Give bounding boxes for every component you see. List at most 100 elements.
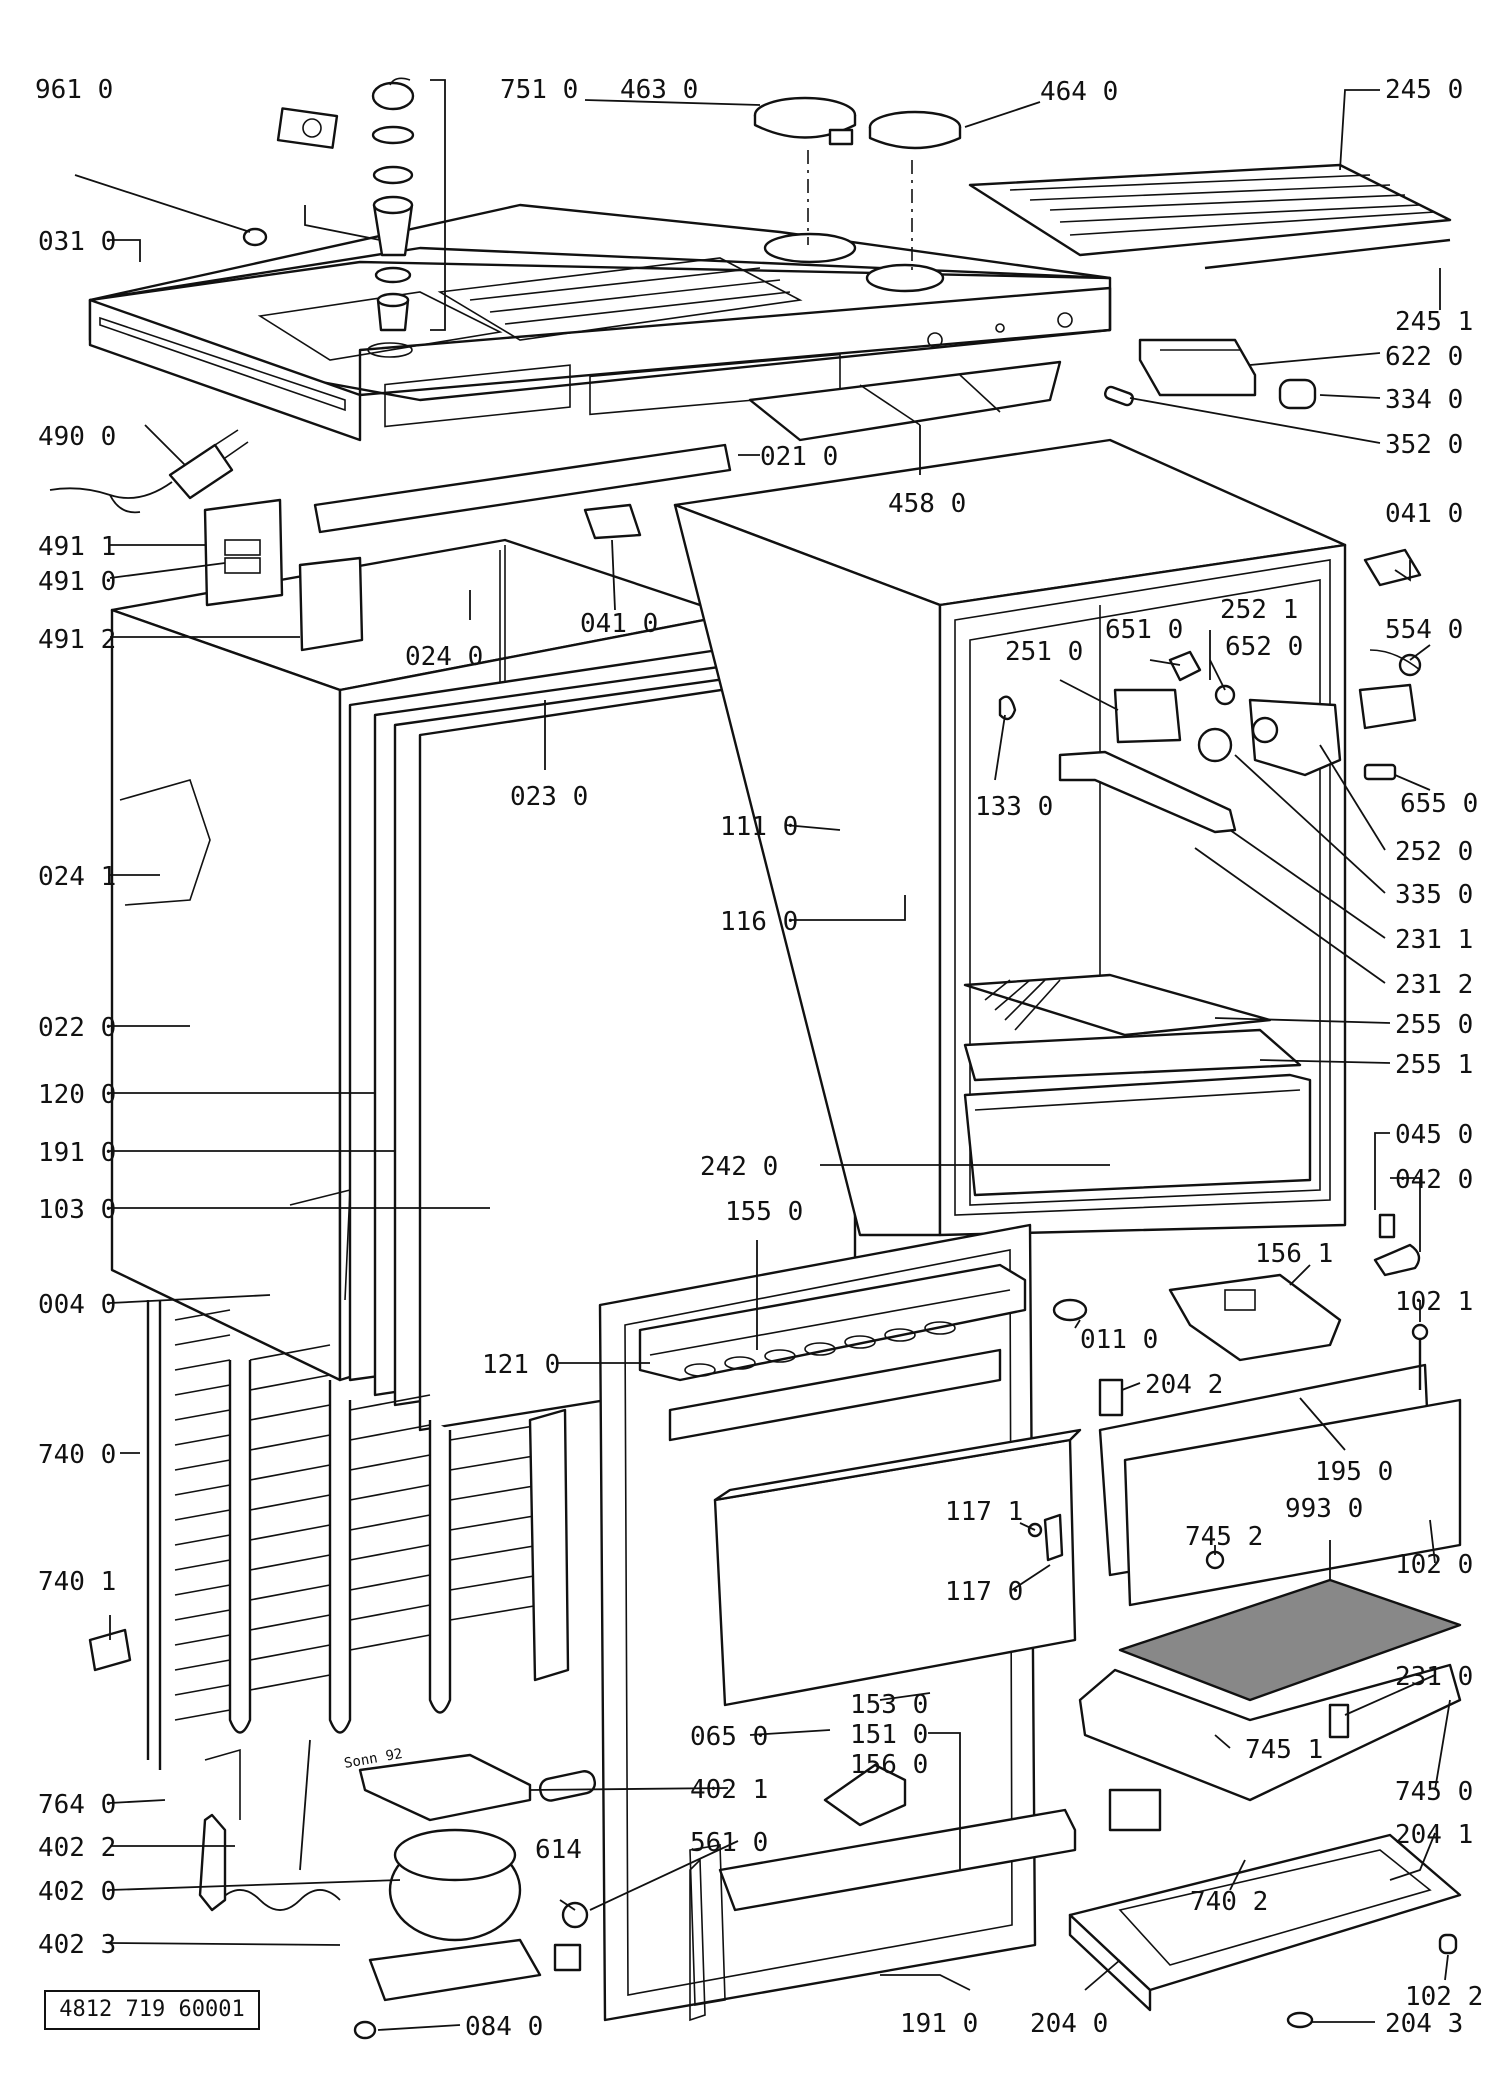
hinge	[1373, 1243, 1421, 1277]
part-label-045-0: 045 0	[1395, 1120, 1473, 1150]
part-label-153-0: 153 0	[850, 1690, 928, 1720]
part-label-191-0-bottom: 191 0	[900, 2009, 978, 2039]
part-label-022-0: 022 0	[38, 1013, 116, 1043]
part-label-622-0: 622 0	[1385, 342, 1463, 372]
clip-right	[1363, 548, 1422, 587]
part-label-245-0: 245 0	[1385, 75, 1463, 105]
part-label-745-1: 745 1	[1245, 1735, 1323, 1765]
part-label-041-0-right: 041 0	[1385, 499, 1463, 529]
part-label-751-0: 751 0	[500, 75, 578, 105]
part-label-041-0-left: 041 0	[580, 609, 658, 639]
part-label-102-0: 102 0	[1395, 1550, 1473, 1580]
part-label-133-0: 133 0	[975, 792, 1053, 822]
part-label-024-0: 024 0	[405, 642, 483, 672]
part-label-745-0: 745 0	[1395, 1777, 1473, 1807]
part-label-231-0: 231 0	[1395, 1662, 1473, 1692]
part-label-084-0: 084 0	[465, 2012, 543, 2042]
lamp-holder	[1358, 649, 1422, 781]
tap-assembly	[242, 77, 446, 332]
part-label-652-0: 652 0	[1225, 632, 1303, 662]
part-label-204-3: 204 3	[1385, 2009, 1463, 2039]
part-label-614: 614	[535, 1835, 582, 1865]
part-label-231-1: 231 1	[1395, 925, 1473, 955]
part-label-464-0: 464 0	[1040, 77, 1118, 107]
part-label-231-2: 231 2	[1395, 970, 1473, 1000]
part-label-334-0: 334 0	[1385, 385, 1463, 415]
part-label-117-1: 117 1	[945, 1497, 1023, 1527]
leader-lines	[74, 89, 1451, 2031]
freezer-door-panels	[348, 638, 857, 1432]
evaporator-plate	[1078, 1550, 1462, 1802]
part-label-204-0: 204 0	[1030, 2009, 1108, 2039]
part-label-352-0: 352 0	[1385, 430, 1463, 460]
part-label-116-0: 116 0	[720, 907, 798, 937]
hinge-pin	[1378, 1213, 1396, 1239]
part-label-102-2: 102 2	[1405, 1982, 1483, 2012]
part-label-402-2: 402 2	[38, 1833, 116, 1863]
trim-bar	[313, 443, 732, 534]
part-label-490-0: 490 0	[38, 422, 116, 452]
bracket	[204, 1748, 241, 1820]
part-label-023-0: 023 0	[510, 782, 588, 812]
part-label-004-0: 004 0	[38, 1290, 116, 1320]
part-label-111-0: 111 0	[720, 812, 798, 842]
knob	[1052, 1298, 1088, 1322]
part-label-764-0: 764 0	[38, 1790, 116, 1820]
part-label-204-1: 204 1	[1395, 1820, 1473, 1850]
part-label-740-0: 740 0	[38, 1440, 116, 1470]
spacer	[1098, 1378, 1124, 1417]
drip-tray	[1068, 1788, 1462, 2029]
part-label-463-0: 463 0	[620, 75, 698, 105]
part-label-740-1: 740 1	[38, 1567, 116, 1597]
part-label-242-0: 242 0	[700, 1152, 778, 1182]
part-label-745-2: 745 2	[1185, 1522, 1263, 1552]
part-label-156-0: 156 0	[850, 1750, 928, 1780]
part-label-121-0: 121 0	[482, 1350, 560, 1380]
part-label-491-0: 491 0	[38, 567, 116, 597]
part-label-402-0: 402 0	[38, 1877, 116, 1907]
part-label-151-0: 151 0	[850, 1720, 928, 1750]
part-label-031-0: 031 0	[38, 227, 116, 257]
part-label-204-2: 204 2	[1145, 1370, 1223, 1400]
part-label-961-0: 961 0	[35, 75, 113, 105]
part-label-993-0: 993 0	[1285, 1494, 1363, 1524]
grid-shelf	[968, 163, 1452, 270]
part-label-491-1: 491 1	[38, 532, 116, 562]
part-label-021-0: 021 0	[760, 442, 838, 472]
part-label-103-0: 103 0	[38, 1195, 116, 1225]
part-label-065-0: 065 0	[690, 1722, 768, 1752]
worktop	[88, 203, 1112, 442]
part-label-042-0: 042 0	[1395, 1165, 1473, 1195]
part-label-458-0: 458 0	[888, 489, 966, 519]
part-label-195-0: 195 0	[1315, 1457, 1393, 1487]
part-label-740-2: 740 2	[1190, 1887, 1268, 1917]
hot-plates	[753, 96, 962, 275]
part-label-255-1: 255 1	[1395, 1050, 1473, 1080]
junction-box	[203, 498, 364, 652]
fridge-cabinet	[673, 438, 1347, 1237]
part-label-255-0: 255 0	[1395, 1010, 1473, 1040]
part-label-402-1: 402 1	[690, 1775, 768, 1805]
fridge-door	[598, 1223, 1082, 2022]
compressor	[198, 1739, 597, 2040]
part-label-335-0: 335 0	[1395, 880, 1473, 910]
part-label-191-0-left: 191 0	[38, 1138, 116, 1168]
part-label-651-0: 651 0	[1105, 615, 1183, 645]
ice-tray	[1168, 1273, 1342, 1362]
part-label-252-1: 252 1	[1220, 595, 1298, 625]
condenser-grid	[146, 1300, 570, 1770]
part-label-024-1: 024 1	[38, 862, 116, 892]
part-label-156-1: 156 1	[1255, 1239, 1333, 1269]
part-labels: 961 0 751 0 463 0 464 0 245 0 031 0 245 …	[35, 75, 1483, 2042]
part-label-561-0: 561 0	[690, 1828, 768, 1858]
part-label-251-0: 251 0	[1005, 637, 1083, 667]
clip-left	[583, 503, 642, 540]
part-label-655-0: 655 0	[1400, 789, 1478, 819]
part-label-120-0: 120 0	[38, 1080, 116, 1110]
part-label-402-3: 402 3	[38, 1930, 116, 1960]
block	[88, 1628, 132, 1672]
mains-plug	[49, 429, 249, 514]
part-label-011-0: 011 0	[1080, 1325, 1158, 1355]
